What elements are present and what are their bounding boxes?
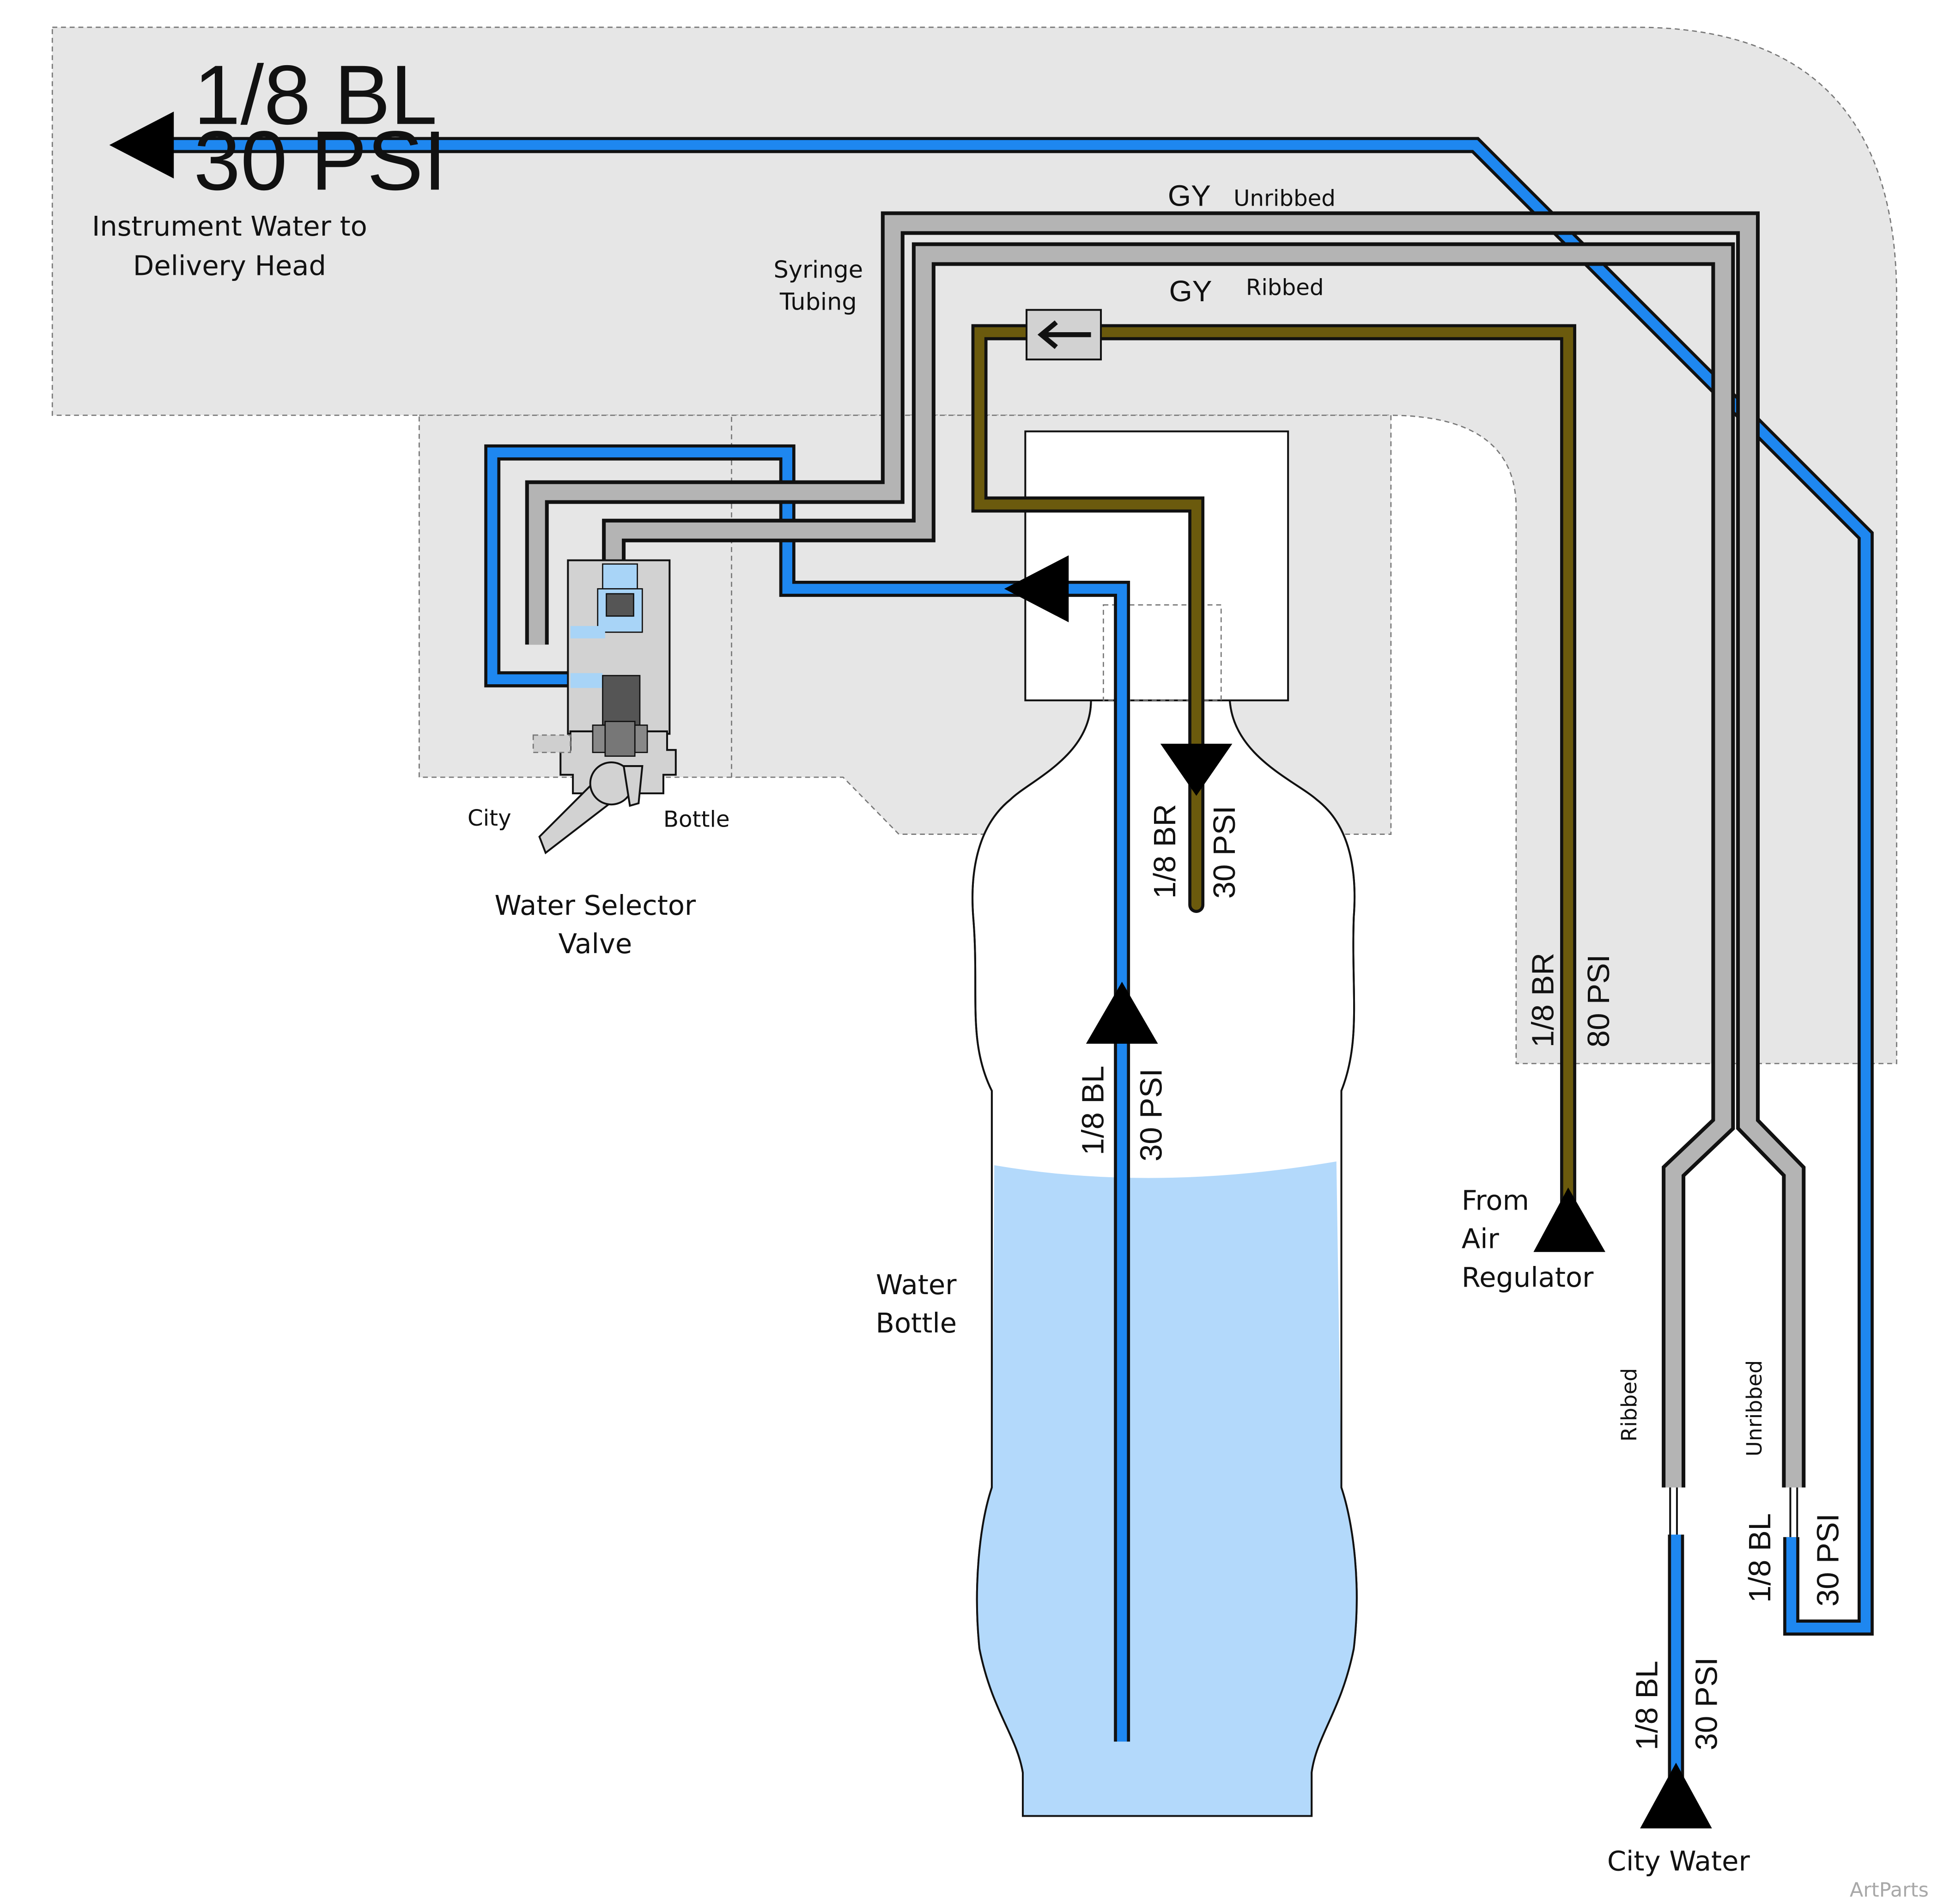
valve-title-line1: Water Selector: [495, 889, 696, 921]
gy-unribbed-type-label: Unribbed: [1233, 185, 1336, 211]
water-bottle-label-line2: Bottle: [875, 1307, 957, 1339]
flow-arrows: [109, 111, 1712, 1829]
ribbed-lower-label: Ribbed: [1617, 1368, 1641, 1442]
outlet-description-line2: Delivery Head: [133, 250, 326, 282]
instrument-water-line: [161, 137, 1874, 1636]
city-water-arrow-icon: [1640, 1763, 1712, 1829]
valve-spring-right: [634, 724, 648, 753]
bottle-cap-housing: [1024, 430, 1289, 701]
city-water-label: City Water: [1607, 1845, 1750, 1877]
outlet-description-line1: Instrument Water to: [92, 210, 367, 242]
air-regulator-arrow-icon: [1533, 1187, 1605, 1252]
valve-city-label: City: [468, 805, 511, 831]
air-down-arrow-icon: [1160, 743, 1233, 796]
air-size-label: 1/8 BR: [1525, 953, 1560, 1047]
bottle-outline-top: [972, 700, 1358, 1817]
valve-to-bottle-line: [484, 444, 1130, 1742]
gy-ribbed-type-label: Ribbed: [1246, 275, 1324, 301]
outlet-psi-label: 30 PSI: [194, 113, 447, 207]
syringe-ribbed-line: [602, 242, 1735, 1488]
valve-spring-center: [604, 721, 636, 757]
city-water-psi-label: 30 PSI: [1689, 1657, 1724, 1750]
air-source-line1: From: [1462, 1185, 1529, 1217]
bottle-water: [977, 1161, 1357, 1816]
left-arrow-icon: [1037, 320, 1091, 349]
air-source-line3: Regulator: [1462, 1261, 1594, 1293]
air-tubing: [971, 309, 1576, 1217]
valve-stem-top: [606, 593, 634, 617]
bottle-outlet-size-label: 1/8 BL: [1075, 1066, 1110, 1156]
valve-side-port: [570, 673, 603, 688]
bottle-inlet-size-label: 1/8 BR: [1148, 804, 1182, 899]
water-selector-valve[interactable]: [532, 559, 677, 855]
instrument-return-size-label: 1/8 BL: [1743, 1513, 1777, 1603]
outlet-arrow-icon: [109, 111, 174, 179]
air-source-line2: Air: [1462, 1223, 1500, 1255]
unribbed-lower-label: Unribbed: [1742, 1360, 1767, 1457]
upper-panel: [51, 26, 1897, 1065]
outlet-size-label: 1/8 BL: [194, 48, 437, 142]
instrument-return-psi-label: 30 PSI: [1810, 1514, 1845, 1606]
labels: 1/8 BL 30 PSI Instrument Water to Delive…: [92, 48, 1929, 1902]
syringe-tubing: [525, 211, 1806, 1537]
valve-bottle-label: Bottle: [663, 807, 730, 833]
city-water-size-label: 1/8 BL: [1630, 1661, 1665, 1750]
water-bottle-label-line1: Water: [876, 1269, 957, 1301]
syringe-unribbed-line: [525, 211, 1806, 1488]
bottle-inlet-arrow-icon: [1004, 555, 1069, 622]
valve-stub-left: [532, 734, 571, 753]
gy-ribbed-color-label: GY: [1169, 274, 1212, 308]
bottle-neck-thread: [1103, 604, 1222, 701]
gy-unribbed-color-label: GY: [1168, 179, 1211, 212]
bottle-outlet-psi-label: 30 PSI: [1134, 1069, 1168, 1162]
syringe-tubing-line2: Tubing: [779, 289, 857, 316]
air-psi-label: 80 PSI: [1581, 955, 1616, 1047]
watermark: ArtParts: [1850, 1879, 1929, 1902]
bottle-up-arrow-icon: [1086, 981, 1158, 1044]
bottle-inlet-psi-label: 30 PSI: [1207, 806, 1242, 899]
water-bottle: [972, 430, 1358, 1817]
water-tubing: [161, 137, 1874, 1791]
valve-port-top: [602, 563, 638, 590]
valve-lever: [622, 765, 644, 807]
valve-spring-left: [592, 724, 606, 753]
air-check-valve: [1026, 309, 1102, 361]
syringe-tubing-line1: Syringe: [773, 256, 863, 284]
valve-side-channel: [570, 626, 605, 639]
valve-piston: [602, 675, 641, 726]
valve-title-line2: Valve: [559, 928, 632, 960]
